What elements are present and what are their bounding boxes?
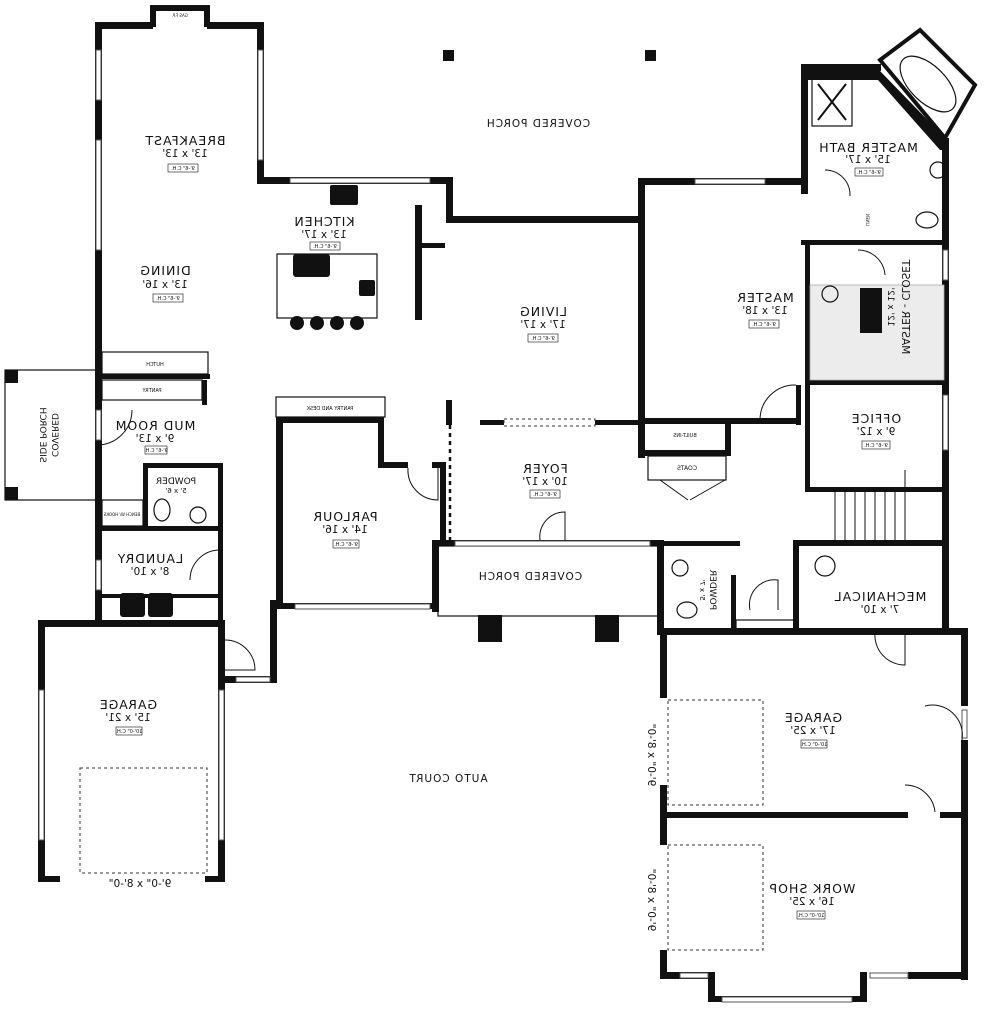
garage-door-dimension: 9'-0" x 8'-0" [645, 869, 657, 932]
room-breakfast: BREAKFAST 13' x 13' 9'-6" C.H. [144, 133, 226, 173]
hutch-label: HUTCH [146, 362, 164, 368]
doors [96, 169, 963, 813]
built-ins-label: BUILT-INS [673, 433, 696, 439]
svg-text:GARAGE: GARAGE [784, 710, 842, 725]
room-kitchen: KITCHEN 13' x 17' 9'-6" C.H. [293, 214, 355, 251]
svg-text:9'-6" C.H.: 9'-6" C.H. [171, 166, 195, 172]
svg-text:MASTER BATH: MASTER BATH [818, 140, 918, 155]
svg-text:16' x 25': 16' x 25' [789, 896, 834, 908]
covered-porch-rear-label: COVERED PORCH [486, 118, 590, 130]
room-powder-left: POWDER 5' x 6' [156, 477, 196, 495]
covered-porch-front-label: COVERED PORCH [478, 571, 582, 583]
svg-text:WORK SHOP: WORK SHOP [769, 881, 856, 896]
svg-text:DINING: DINING [139, 263, 190, 278]
svg-text:9'-6" C.H.: 9'-6" C.H. [752, 322, 776, 328]
svg-text:MASTER: MASTER [736, 290, 794, 305]
svg-text:GARAGE: GARAGE [99, 697, 157, 712]
svg-text:13' x 13': 13' x 13' [162, 148, 207, 160]
svg-text:9' x 13': 9' x 13' [136, 433, 175, 445]
gas-fireplace-label: GAS F.P. [172, 13, 188, 18]
windows [38, 49, 968, 1003]
room-laundry: LAUNDRY 8' x 10' [117, 551, 183, 578]
svg-text:13' x 16': 13' x 16' [142, 279, 187, 291]
svg-text:10' x 17': 10' x 17' [522, 476, 567, 488]
room-foyer: FOYER 10' x 17' 9'-6" C.H. [522, 461, 568, 499]
svg-text:9'-6" C.H.: 9'-6" C.H. [864, 443, 888, 449]
svg-text:MASTER - CLOSET: MASTER - CLOSET [899, 259, 911, 354]
room-master: MASTER 13' x 18' 9'-6" C.H. [736, 290, 794, 329]
svg-text:17' x 25': 17' x 25' [790, 725, 835, 737]
svg-text:17' x 17': 17' x 17' [520, 319, 565, 331]
svg-text:POWDER: POWDER [156, 477, 196, 487]
svg-text:9'-6" C.H.: 9'-6" C.H. [144, 448, 168, 454]
svg-text:POWDER: POWDER [707, 570, 717, 610]
svg-text:10'-0" C.H.: 10'-0" C.H. [797, 913, 824, 919]
pantry-label: PANTRY [141, 388, 161, 394]
svg-text:15' x 17': 15' x 17' [845, 154, 890, 166]
svg-text:9' x 12': 9' x 12' [857, 426, 896, 438]
room-dining: DINING 13' x 16' 9'-6" C.H. [139, 263, 191, 303]
room-parlour: PARLOUR 14' x 16' 9'-6" C.H. [312, 509, 378, 549]
svg-text:9'-6" C.H.: 9'-6" C.H. [156, 296, 180, 302]
svg-text:KITCHEN: KITCHEN [293, 214, 354, 229]
porch-post [443, 50, 454, 61]
svg-text:9'-6" C.H.: 9'-6" C.H. [857, 170, 881, 176]
svg-text:9'-6" C.H.: 9'-6" C.H. [533, 492, 557, 498]
plumbing-fixtures [120, 161, 947, 619]
svg-text:7' x 10': 7' x 10' [861, 604, 900, 616]
auto-court-label: AUTO COURT [408, 773, 487, 785]
svg-text:5' x 7': 5' x 7' [698, 579, 706, 600]
coats-label: COATS [677, 465, 697, 472]
svg-text:13' x 17': 13' x 17' [301, 229, 346, 241]
room-master-closet: MASTER - CLOSET 12' x 12' [885, 259, 911, 354]
room-mechanical: MECHANICAL 7' x 10' [834, 589, 927, 616]
room-garage-right: GARAGE 17' x 25' 10'-0" C.H. [784, 710, 842, 749]
svg-text:9'-6" C.H.: 9'-6" C.H. [313, 244, 337, 250]
svg-text:OFFICE: OFFICE [851, 411, 902, 426]
svg-text:8' x 10': 8' x 10' [131, 566, 170, 578]
room-office: OFFICE 9' x 12' 9'-6" C.H. [851, 411, 902, 450]
garage-door-dimension: 9'-0" x 8'-0" [109, 878, 172, 890]
svg-text:9'-6" C.H.: 9'-6" C.H. [334, 542, 358, 548]
svg-text:14' x 16': 14' x 16' [322, 524, 367, 536]
bench-label: BENCH W/ HOOKS [103, 512, 140, 517]
pantry-desk-label: PANTRY AND DESK [306, 406, 353, 412]
svg-text:15' x 21': 15' x 21' [105, 712, 150, 724]
garage-door-dimension: 9'-0" x 8'-0" [645, 724, 657, 787]
svg-text:MECHANICAL: MECHANICAL [834, 589, 927, 604]
side-porch-label: SIDE PORCH [37, 407, 47, 462]
svg-text:12' x 12': 12' x 12' [885, 288, 895, 327]
svg-text:PARLOUR: PARLOUR [312, 509, 377, 524]
room-workshop: WORK SHOP 16' x 25' 10'-0" C.H. [769, 881, 856, 920]
room-garage-left: GARAGE 15' x 21' 10'-0" C.H. [99, 697, 157, 736]
linen-label: LINEN [865, 214, 870, 226]
room-living: LIVING 17' x 17' 9'-6" C.H. [519, 304, 567, 343]
svg-text:LIVING: LIVING [519, 304, 567, 319]
room-master-bath: MASTER BATH 15' x 17' 9'-6" C.H. [818, 140, 918, 177]
room-powder-right: POWDER 5' x 7' [698, 570, 717, 610]
svg-text:BREAKFAST: BREAKFAST [144, 133, 225, 148]
svg-text:5' x 6': 5' x 6' [165, 487, 186, 495]
svg-text:10'-0" C.H.: 10'-0" C.H. [115, 729, 142, 735]
svg-text:LAUNDRY: LAUNDRY [117, 551, 183, 566]
svg-text:MUD ROOM: MUD ROOM [115, 418, 196, 433]
svg-text:10'-0" C.H.: 10'-0" C.H. [800, 742, 827, 748]
svg-text:FOYER: FOYER [522, 461, 568, 476]
room-mud-room: MUD ROOM 9' x 13' 9'-6" C.H. [115, 418, 196, 455]
side-porch-label: COVERED [49, 413, 59, 457]
porch-post [645, 50, 656, 61]
svg-text:9'-6" C.H.: 9'-6" C.H. [531, 336, 555, 342]
svg-text:13' x 18': 13' x 18' [742, 305, 787, 317]
